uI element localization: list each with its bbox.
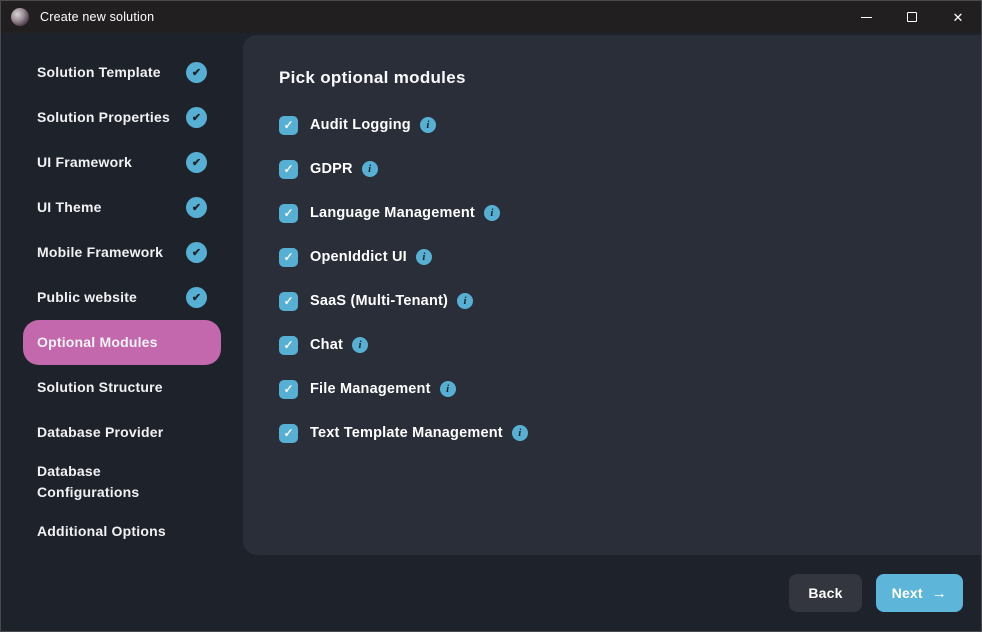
module-checkbox[interactable]: ✓ xyxy=(279,379,298,399)
module-label: OpenIddict UI xyxy=(310,249,407,265)
page-title: Pick optional modules xyxy=(279,68,466,87)
info-icon[interactable]: i xyxy=(439,381,456,397)
sidebar-item-label: Mobile Framework xyxy=(37,244,164,260)
footer: Back Next → xyxy=(1,555,981,631)
step-complete-check-icon: ✔ xyxy=(186,152,207,173)
checkbox-check-icon: ✓ xyxy=(283,338,294,352)
module-row-text-template-management: ✓ Text Template Management i xyxy=(279,423,945,443)
window-title: Create new solution xyxy=(40,10,155,24)
close-icon: ✕ xyxy=(952,9,964,25)
back-button-label: Back xyxy=(808,585,843,601)
module-row-file-management: ✓ File Management i xyxy=(279,379,945,399)
sidebar-item-label: Additional Options xyxy=(37,523,166,539)
checkbox-check-icon: ✓ xyxy=(283,426,294,440)
step-complete-check-icon: ✔ xyxy=(186,287,207,308)
module-row-language-management: ✓ Language Management i xyxy=(279,203,945,223)
module-checkbox[interactable]: ✓ xyxy=(279,335,298,355)
sidebar-item-solution-properties[interactable]: Solution Properties ✔ xyxy=(23,95,221,140)
module-row-audit-logging: ✓ Audit Logging i xyxy=(279,115,945,135)
module-row-openiddict-ui: ✓ OpenIddict UI i xyxy=(279,247,945,267)
sidebar-item-label: Solution Properties xyxy=(37,109,170,125)
module-label: Language Management xyxy=(310,205,475,221)
module-label: File Management xyxy=(310,381,431,397)
app-logo-icon xyxy=(11,8,29,26)
module-row-chat: ✓ Chat i xyxy=(279,335,945,355)
info-icon[interactable]: i xyxy=(361,161,378,177)
info-icon[interactable]: i xyxy=(415,249,432,265)
module-label: GDPR xyxy=(310,161,353,177)
sidebar-item-label: Optional Modules xyxy=(37,334,158,350)
arrow-right-icon: → xyxy=(931,584,947,602)
sidebar-item-solution-template[interactable]: Solution Template ✔ xyxy=(23,50,221,95)
sidebar-item-mobile-framework[interactable]: Mobile Framework ✔ xyxy=(23,230,221,275)
maximize-icon xyxy=(907,12,917,22)
step-complete-check-icon: ✔ xyxy=(186,62,207,83)
sidebar-item-label: Solution Template xyxy=(37,64,161,80)
module-checkbox[interactable]: ✓ xyxy=(279,423,298,443)
maximize-button[interactable] xyxy=(889,1,935,33)
module-checkbox[interactable]: ✓ xyxy=(279,159,298,179)
info-icon[interactable]: i xyxy=(483,205,500,221)
sidebar-item-database-configurations[interactable]: Database Configurations xyxy=(23,455,221,509)
sidebar-item-label: Solution Structure xyxy=(37,379,163,395)
sidebar-item-label: UI Framework xyxy=(37,154,132,170)
sidebar-item-public-website[interactable]: Public website ✔ xyxy=(23,275,221,320)
checkbox-check-icon: ✓ xyxy=(283,118,294,132)
module-label: Audit Logging xyxy=(310,117,411,133)
module-checkbox[interactable]: ✓ xyxy=(279,291,298,311)
close-button[interactable]: ✕ xyxy=(935,1,981,33)
sidebar-item-solution-structure[interactable]: Solution Structure xyxy=(23,365,221,410)
wizard-steps: Solution Template ✔ Solution Properties … xyxy=(1,33,243,631)
minimize-icon xyxy=(860,16,872,18)
module-checkbox[interactable]: ✓ xyxy=(279,203,298,223)
checkbox-check-icon: ✓ xyxy=(283,250,294,264)
sidebar-item-label: UI Theme xyxy=(37,199,102,215)
sidebar-item-label: Database Provider xyxy=(37,424,164,440)
sidebar-item-label: Database Configurations xyxy=(37,463,140,500)
sidebar-item-ui-theme[interactable]: UI Theme ✔ xyxy=(23,185,221,230)
module-checkbox[interactable]: ✓ xyxy=(279,115,298,135)
sidebar-item-label: Public website xyxy=(37,289,138,305)
next-button-label: Next xyxy=(891,585,923,601)
module-checkbox[interactable]: ✓ xyxy=(279,247,298,267)
module-row-saas-multi-tenant: ✓ SaaS (Multi-Tenant) i xyxy=(279,291,945,311)
sidebar-item-optional-modules[interactable]: Optional Modules xyxy=(23,320,221,365)
sidebar-item-ui-framework[interactable]: UI Framework ✔ xyxy=(23,140,221,185)
info-icon[interactable]: i xyxy=(419,117,436,133)
info-icon[interactable]: i xyxy=(457,293,474,309)
checkbox-check-icon: ✓ xyxy=(283,294,294,308)
sidebar-item-database-provider[interactable]: Database Provider xyxy=(23,410,221,455)
info-icon[interactable]: i xyxy=(511,425,528,441)
step-complete-check-icon: ✔ xyxy=(186,197,207,218)
step-complete-check-icon: ✔ xyxy=(186,107,207,128)
sidebar-item-additional-options[interactable]: Additional Options xyxy=(23,509,221,554)
module-list: ✓ Audit Logging i ✓ GDPR i ✓ Language Ma… xyxy=(279,115,945,443)
module-label: SaaS (Multi-Tenant) xyxy=(310,293,449,309)
titlebar: Create new solution ✕ xyxy=(1,1,981,33)
checkbox-check-icon: ✓ xyxy=(283,206,294,220)
checkbox-check-icon: ✓ xyxy=(283,382,294,396)
module-label: Chat xyxy=(310,337,344,353)
module-row-gdpr: ✓ GDPR i xyxy=(279,159,945,179)
info-icon[interactable]: i xyxy=(352,337,369,353)
module-label: Text Template Management xyxy=(310,425,503,441)
minimize-button[interactable] xyxy=(843,1,889,33)
back-button[interactable]: Back xyxy=(789,574,862,612)
step-complete-check-icon: ✔ xyxy=(186,242,207,263)
next-button[interactable]: Next → xyxy=(875,574,963,612)
checkbox-check-icon: ✓ xyxy=(283,162,294,176)
content-panel: Pick optional modules ✓ Audit Logging i … xyxy=(243,35,981,555)
